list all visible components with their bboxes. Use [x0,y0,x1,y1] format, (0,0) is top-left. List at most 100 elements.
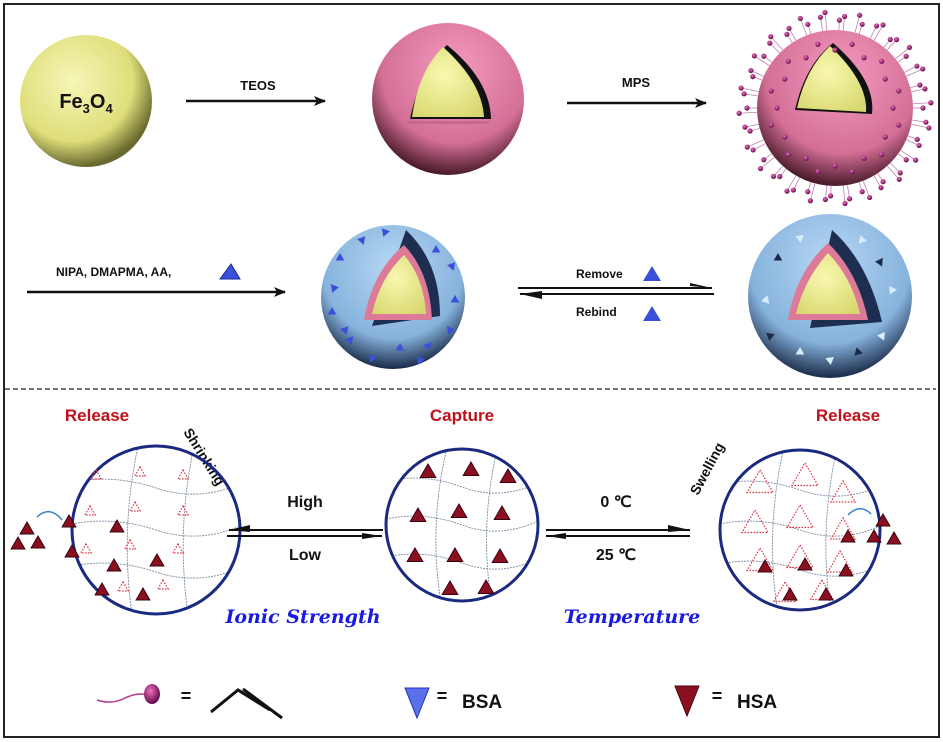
hsa-molecule [477,579,495,594]
right-released-hsa-group [847,508,902,545]
hsa-molecule [797,556,813,571]
vinyl-bead [738,85,744,91]
bsa-template [446,326,455,335]
polymerization-reagents-label: NIPA, DMAPMA, AA, [56,265,171,279]
bsa-template [357,236,366,245]
vinyl-bead [782,134,788,140]
vinyl-bead [926,125,932,131]
mps-modified-sphere [736,9,934,207]
vinyl-bead [880,179,886,185]
vinyl-tail-icon [96,693,149,703]
hsa-molecule [106,557,122,572]
bsa-template [395,343,405,351]
vinyl-bead [836,17,842,23]
empty-cavity [171,542,185,554]
vinyl-bead [849,169,855,175]
vinyl-bead [741,91,747,97]
gel-boundary [718,448,882,612]
imprinted-cavity [875,257,883,267]
bead-stalk [739,111,758,114]
vinyl-bead [928,100,934,106]
zero-celsius-label: 0 ℃ [600,494,631,511]
imprinted-cavity [889,285,897,295]
imprinted-cavity [858,235,867,244]
vinyl-bead [878,185,884,191]
bsa-template [368,354,377,363]
bsa-template [327,307,337,315]
vinyl-bead [913,157,919,163]
high-label: High [287,494,323,511]
fe3o4-core-sphere: Fe3O4 [20,35,152,167]
vinyl-bead [803,155,809,161]
vinyl-bead [906,44,913,51]
bead-stalk [842,185,846,204]
gel-strand [72,562,240,579]
gel-boundary [384,447,540,603]
bead-stalk [873,24,884,41]
released-hsa [19,520,35,535]
gel-strand [772,450,784,610]
vinyl-bead [744,144,750,150]
bsa-template-icon [219,263,241,280]
released-hsa [875,512,891,527]
empty-cavity [826,549,854,573]
empty-cavity [89,468,103,480]
hsa-molecule [135,586,151,601]
right-release-label: Release [816,406,880,425]
vinyl-bead [774,105,780,111]
vinyl-bead [768,88,774,94]
vinyl-bead [750,74,756,80]
imprinted-sphere-templates-removed [748,214,912,378]
vinyl-bead [805,189,811,195]
vinyl-bead [761,53,767,59]
hsa-molecule [94,581,110,596]
ionic-strength-label: Ionic Strength [224,606,380,628]
vinyl-bead [757,165,764,172]
hsa-molecule [491,548,509,563]
rebind-label: Rebind [576,305,617,319]
empty-cavity [790,461,820,487]
vinyl-bead [777,173,783,180]
legend-equals-1: = [181,686,192,706]
vinyl-bead [803,55,809,61]
imprinted-cavity [795,347,805,355]
vinyl-bead [751,53,757,59]
vinyl-bead [882,76,888,82]
fe3o4-label: Fe3O4 [59,91,113,116]
bead-stalk [770,36,784,51]
vinyl-bead [917,82,923,88]
rebind-bsa-icon [643,306,661,321]
empty-cavity [123,538,137,550]
vinyl-bead [785,58,791,64]
mps-arrow: MPS [567,75,707,108]
ionic-strength-arrows: High Low [227,494,383,564]
temperature-label: Temperature [564,606,701,628]
released-hsa [866,528,882,543]
empty-cavity [133,465,147,477]
bead-stalk [824,12,828,31]
empty-cavity [772,580,798,603]
released-hsa [10,535,26,550]
gel-strand [386,477,538,494]
swelling-label: Swelling [687,440,728,498]
vinyl-bead [896,122,902,128]
bead-stalk [906,68,923,77]
empty-cavity [83,504,97,516]
hsa-molecule [409,507,427,522]
vinyl-bead [747,128,753,134]
bsa-template [450,295,460,303]
vinyl-bead [797,15,803,22]
vinyl-bead [815,41,821,47]
empty-cavity [156,578,170,590]
hsa-molecule [446,547,464,562]
hsa-molecule [419,463,437,478]
vinyl-bead [805,21,811,27]
vinyl-bead [849,41,855,47]
bead-stalk [760,156,775,169]
gel-strand [72,520,240,537]
vinyl-bead [842,200,848,207]
released-hsa [886,530,902,545]
vinyl-bead [896,88,902,94]
hsa-molecule [838,562,854,577]
vinyl-bead [847,196,853,202]
